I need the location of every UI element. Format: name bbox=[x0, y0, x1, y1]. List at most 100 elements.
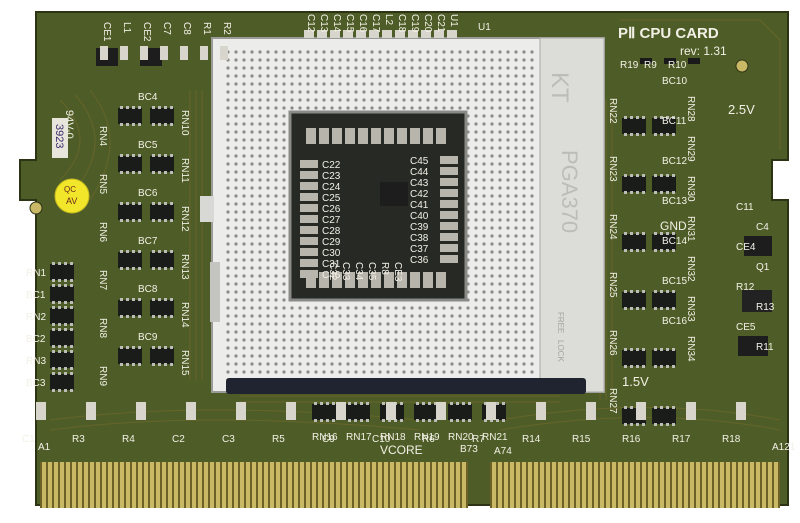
resistor-network-pin bbox=[654, 174, 657, 177]
tl-label: R2 bbox=[221, 22, 232, 35]
resistor-network-pin bbox=[132, 250, 135, 253]
socket-free-label: FREE bbox=[556, 312, 565, 333]
cavity-cap bbox=[440, 211, 458, 219]
resistor-network-pin bbox=[642, 423, 645, 426]
resistor-network-pin bbox=[70, 345, 73, 348]
rn-label: RN6 bbox=[97, 222, 108, 242]
resistor-network-pin bbox=[158, 346, 161, 349]
cavity-label: C46 bbox=[322, 270, 341, 281]
rn-label: RN12 bbox=[179, 206, 190, 232]
smd-cap bbox=[304, 30, 314, 38]
rn-label: RN29 bbox=[685, 136, 696, 162]
resistor-network-pin bbox=[58, 350, 61, 353]
cavity-cap bbox=[345, 128, 355, 144]
resistor-network-pin bbox=[64, 350, 67, 353]
resistor-network-pin bbox=[630, 133, 633, 136]
resistor-network-pin bbox=[666, 348, 669, 351]
resistor-network-pin bbox=[654, 348, 657, 351]
resistor-network-pin bbox=[170, 202, 173, 205]
smd-part bbox=[286, 402, 296, 420]
cavity-label: CE3 bbox=[392, 262, 403, 282]
resistor-network-pin bbox=[132, 363, 135, 366]
smd-res bbox=[640, 58, 652, 64]
cavity-label: C24 bbox=[322, 182, 341, 193]
resistor-network-pin bbox=[58, 301, 61, 304]
cavity-cap bbox=[300, 193, 318, 201]
silkscreen-labels: RN4RN5RN6RN7RN8RN9BC4BC5BC6BC7BC8BC9RN10… bbox=[22, 14, 775, 445]
resistor-network-pin bbox=[170, 219, 173, 222]
cavity-cap bbox=[371, 272, 381, 288]
resistor-network-pin bbox=[164, 219, 167, 222]
resistor-network bbox=[118, 348, 142, 364]
resistor-network-pin bbox=[132, 315, 135, 318]
resistor-network-pin bbox=[170, 267, 173, 270]
cavity-label: C29 bbox=[322, 237, 341, 248]
resistor-network-pin bbox=[630, 423, 633, 426]
resistor-network-pin bbox=[52, 301, 55, 304]
resistor-network-pin bbox=[120, 106, 123, 109]
resistor-network-pin bbox=[70, 284, 73, 287]
resistor-network-pin bbox=[642, 116, 645, 119]
resistor-network-pin bbox=[138, 267, 141, 270]
resistor-network-pin bbox=[456, 419, 459, 422]
resistor-network-pin bbox=[120, 298, 123, 301]
cavity-cap bbox=[358, 272, 368, 288]
resistor-network-pin bbox=[52, 372, 55, 375]
resistor-network bbox=[414, 404, 438, 420]
smd-cap bbox=[160, 46, 168, 60]
resistor-network-pin bbox=[170, 106, 173, 109]
resistor-network-pin bbox=[672, 348, 675, 351]
cavity-label: C45 bbox=[410, 156, 429, 167]
cavity-cap bbox=[300, 259, 318, 267]
smd-cap bbox=[100, 46, 108, 60]
resistor-network-pin bbox=[624, 348, 627, 351]
edge-label: RN3 bbox=[26, 356, 46, 367]
resistor-network-pin bbox=[636, 174, 639, 177]
resistor-network-pin bbox=[70, 279, 73, 282]
resistor-network-pin bbox=[354, 419, 357, 422]
cavity-cap bbox=[300, 160, 318, 168]
rn-label: RN27 bbox=[607, 388, 618, 414]
rn-label: RN8 bbox=[97, 318, 108, 338]
resistor-network-pin bbox=[666, 249, 669, 252]
resistor-network-pin bbox=[126, 202, 129, 205]
resistor-network-pin bbox=[666, 174, 669, 177]
resistor-network-pin bbox=[434, 419, 437, 422]
part-label: C2 bbox=[172, 434, 185, 445]
tr-label: R19 bbox=[620, 60, 639, 71]
resistor-network-pin bbox=[52, 323, 55, 326]
cavity-cap bbox=[440, 156, 458, 164]
misc-label: C4 bbox=[756, 222, 769, 233]
smd-cap bbox=[369, 30, 379, 38]
resistor-network-pin bbox=[126, 315, 129, 318]
resistor-network-pin bbox=[654, 116, 657, 119]
rn-label: RN33 bbox=[685, 296, 696, 322]
sticker-line1: QC bbox=[64, 185, 76, 194]
socket-lever bbox=[226, 378, 586, 394]
resistor-network-pin bbox=[126, 219, 129, 222]
resistor-network-pin bbox=[158, 123, 161, 126]
smd-part bbox=[336, 402, 346, 420]
resistor-network-pin bbox=[164, 123, 167, 126]
resistor-network-pin bbox=[428, 419, 431, 422]
resistor-network-pin bbox=[158, 250, 161, 253]
cavity-cap bbox=[397, 272, 407, 288]
resistor-network-pin bbox=[332, 402, 335, 405]
resistor-network-pin bbox=[120, 250, 123, 253]
smd-cap bbox=[447, 30, 457, 38]
misc-label: CE5 bbox=[736, 322, 756, 333]
resistor-network-pin bbox=[672, 133, 675, 136]
cavity-cap bbox=[436, 128, 446, 144]
cap-label: C12 bbox=[305, 14, 316, 33]
rn-label: RN4 bbox=[97, 126, 108, 146]
smd-cap bbox=[200, 46, 208, 60]
edge-mark-a1: A1 bbox=[38, 442, 51, 453]
cap-label: C13 bbox=[318, 14, 329, 33]
resistor-network-pin bbox=[138, 202, 141, 205]
resistor-network-pin bbox=[158, 171, 161, 174]
cap-label: C14 bbox=[331, 14, 342, 33]
resistor-network-pin bbox=[170, 346, 173, 349]
resistor-network-pin bbox=[468, 402, 471, 405]
resistor-network-pin bbox=[660, 249, 663, 252]
rn-label: RN16 bbox=[312, 432, 338, 443]
